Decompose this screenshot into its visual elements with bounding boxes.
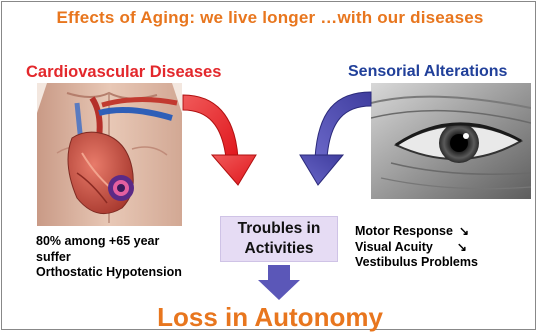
cardio-fact-3: Orthostatic Hypotension xyxy=(36,265,182,281)
blue-curved-arrow xyxy=(300,92,371,185)
cardio-fact-1: 80% among +65 year xyxy=(36,234,182,250)
red-curved-arrow xyxy=(183,95,256,185)
sensorial-items: Motor Response ↘ Visual Acuity ↘ Vestibulu… xyxy=(355,224,478,271)
sensorial-item-vestibulus: Vestibulus Problems xyxy=(355,255,478,271)
decrease-arrow-icon: ↘ xyxy=(459,224,469,240)
cardio-fact-2: suffer xyxy=(36,250,182,266)
sensorial-item-label: Visual Acuity xyxy=(355,240,433,254)
box-line-2: Activities xyxy=(221,239,337,259)
down-arrow xyxy=(258,265,300,300)
sensorial-item-visual: Visual Acuity ↘ xyxy=(355,240,478,256)
box-line-1: Troubles in xyxy=(221,219,337,239)
cardio-facts: 80% among +65 year suffer Orthostatic Hy… xyxy=(36,234,182,281)
decrease-arrow-icon: ↘ xyxy=(457,240,467,256)
sensorial-item-label: Vestibulus Problems xyxy=(355,255,478,269)
sensorial-item-motor: Motor Response ↘ xyxy=(355,224,478,240)
outcome-title: Loss in Autonomy xyxy=(0,302,540,333)
troubles-in-activities-box: Troubles in Activities xyxy=(220,216,338,262)
sensorial-item-label: Motor Response xyxy=(355,224,453,238)
